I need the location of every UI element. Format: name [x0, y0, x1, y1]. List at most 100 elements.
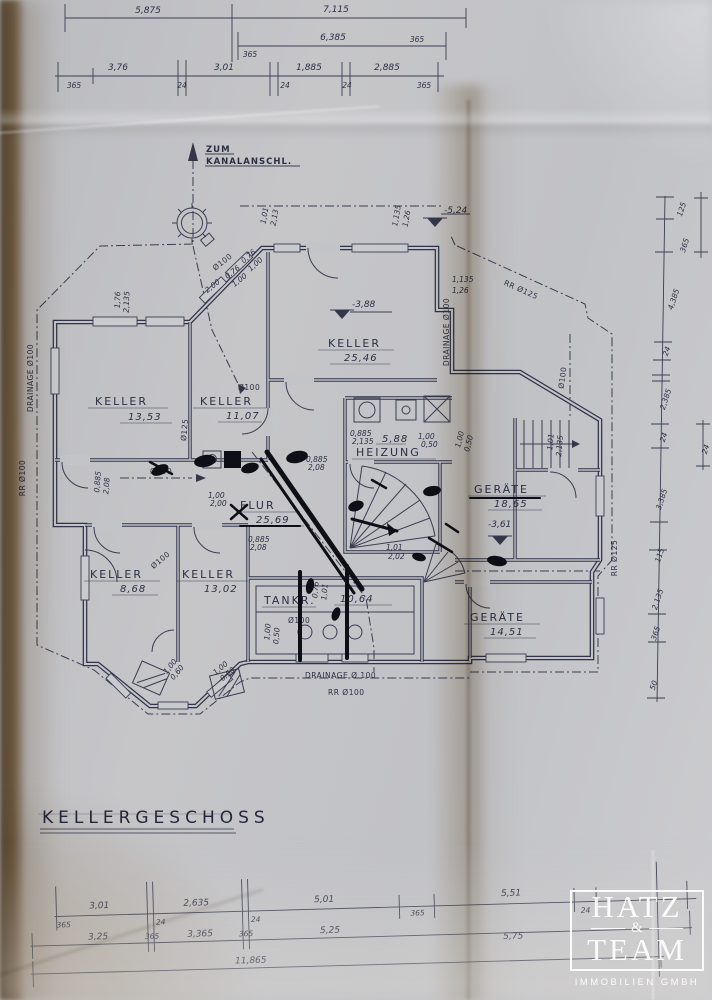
blacked-fixture: [224, 451, 241, 468]
pipe-o100-keller: Ø100: [149, 549, 172, 570]
bd: 24: [581, 906, 591, 915]
wing-stairs: [520, 420, 572, 468]
level-388: -3,88: [352, 300, 376, 310]
pipe-left-drainage: DRAINAGE Ø100: [26, 344, 35, 412]
sd: 0,50: [421, 440, 438, 449]
bd: 24: [156, 917, 166, 926]
sd: 1,26: [401, 209, 413, 227]
hatz-team-logo: HATZ & TEAM IMMOBILIEN GMBH: [566, 890, 708, 988]
windows: [50, 243, 605, 710]
sd: 1,01: [259, 207, 271, 225]
room-keller-2546: KELLER: [328, 337, 381, 350]
rd: 24: [661, 345, 673, 357]
rd: 115: [653, 547, 666, 564]
pipe-o100-top: Ø100: [238, 383, 260, 392]
bd: 5,51: [501, 888, 521, 899]
winder-stairs: [423, 543, 466, 583]
dim-365: 365: [243, 50, 258, 59]
sd: 0,50: [271, 627, 281, 645]
room-keller-868: KELLER: [90, 568, 143, 581]
sd: 2,135: [122, 291, 132, 313]
logo-rule-left: [591, 927, 626, 930]
rd-extra: 24: [700, 443, 712, 455]
sd: 1,00: [453, 430, 466, 449]
sd: 0,885: [350, 429, 372, 438]
level-markers: -3,88 -3,61 -5,24: [330, 206, 512, 545]
room-geraete-1865: GERÄTE: [474, 483, 529, 496]
room-keller-1107: KELLER: [200, 395, 253, 408]
logo-word-hatz: HATZ: [591, 889, 683, 924]
area-1865: 18,65: [494, 499, 528, 510]
sd: 0,76: [310, 581, 320, 599]
sd: 1,01: [386, 543, 403, 552]
sd: 2,135: [554, 434, 565, 456]
bd: 365: [410, 908, 425, 917]
rd: 2,385: [658, 387, 673, 410]
area-1451: 14,51: [490, 627, 524, 638]
dim-6385: 6,385: [320, 33, 346, 43]
area-1302: 13,02: [204, 584, 238, 595]
dim-365: 365: [67, 81, 82, 90]
sd: 1,00: [262, 623, 272, 641]
north-arrow-icon: [188, 142, 198, 161]
pipe-rr125-top: RR Ø125: [503, 278, 540, 301]
rd: 3,385: [654, 487, 669, 510]
sd: 0,885: [92, 470, 103, 492]
pipe-left-rr: RR Ø100: [18, 460, 27, 497]
logo-word-team: TEAM: [587, 931, 687, 967]
dim-7115: 7,115: [323, 5, 349, 15]
sd: 1,135: [390, 204, 403, 227]
pipe-rr125-right: RR Ø125: [610, 540, 619, 577]
rd: 24: [658, 431, 670, 443]
door-arcs: [61, 247, 577, 653]
sd: 1,00: [418, 432, 435, 441]
rd: 50: [648, 679, 660, 691]
dimension-ticks: [57, 4, 467, 96]
area-868: 8,68: [120, 584, 146, 595]
dimension-lines: [55, 17, 466, 77]
logo-box: HATZ & TEAM: [570, 889, 704, 972]
room-keller-1353: KELLER: [95, 395, 148, 408]
dim-301: 3,01: [214, 63, 234, 73]
dim-1885: 1,885: [296, 63, 322, 73]
sd: 1,01: [545, 433, 555, 450]
round-shaft: [172, 203, 215, 247]
bd-total: 11,865: [235, 956, 267, 967]
bd: 3,01: [89, 901, 109, 912]
fixtures: [50, 203, 605, 710]
sd: 2,08: [250, 543, 267, 552]
pipe-right-drainage: DRAINAGE Ø100: [442, 298, 451, 366]
sd: 1,01: [319, 583, 329, 600]
light-wells: [131, 660, 246, 700]
rd: 2,135: [650, 587, 665, 610]
pipe-right-o100: Ø100: [557, 366, 569, 389]
bd: 2,635: [183, 898, 209, 909]
bd: 5,25: [320, 926, 341, 937]
dim-376: 3,76: [108, 63, 128, 73]
sd: 2,08: [308, 463, 325, 472]
area-588: 5,88: [382, 434, 408, 445]
sd: 1,76: [113, 291, 123, 308]
bd: 365: [56, 920, 71, 929]
area-1064: 10,64: [340, 594, 374, 605]
rd: 365: [649, 625, 662, 642]
sd: 1,00: [208, 491, 225, 500]
dim-24: 24: [342, 81, 352, 90]
interior-walls: [55, 243, 600, 662]
right-dimension-chain: 125 365 4,385 24 2,385 24 3,385 115 2,13…: [647, 192, 712, 703]
pipe-bottom-drainage: DRAINAGE Ø 100: [305, 671, 376, 680]
top-dimension-chain: 5,875 7,115 6,385 365 365 3,76 3,01 1,88…: [55, 4, 467, 96]
pipe-bottom-rr: RR Ø100: [328, 688, 365, 697]
logo-subtitle: IMMOBILIEN GMBH: [574, 977, 700, 989]
rd: 125: [675, 201, 688, 218]
plan-title: KELLERGESCHOSS: [38, 808, 265, 834]
room-keller-1302: KELLER: [182, 568, 235, 581]
room-flur: FLUR: [240, 499, 276, 512]
rd: 365: [678, 237, 691, 254]
dim-2885: 2,885: [374, 63, 400, 73]
logo-rule-right: [648, 927, 683, 930]
bd: 24: [251, 915, 261, 924]
room-heizung: HEIZUNG: [356, 446, 421, 459]
bd: 5,01: [314, 895, 334, 906]
